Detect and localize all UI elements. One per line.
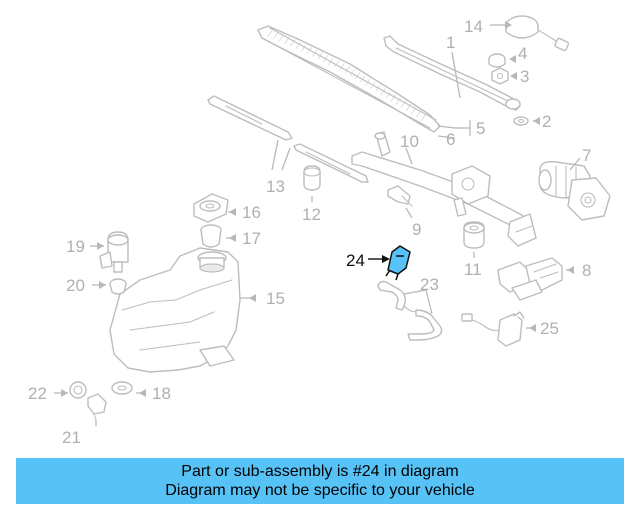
- nut-3: [491, 67, 509, 85]
- callout-23: 23: [420, 275, 439, 294]
- callout-25: 25: [540, 319, 559, 338]
- callout-1: 1: [446, 33, 455, 52]
- callout-24-highlighted[interactable]: 24: [346, 251, 390, 270]
- callout-4: 4: [518, 44, 527, 63]
- callout-18: 18: [152, 384, 171, 403]
- banner-line-part: Part or sub-assembly is #24 in diagram: [181, 463, 459, 480]
- wiper-arm: [383, 35, 521, 111]
- callout-21: 21: [62, 428, 81, 447]
- callout-9: 9: [412, 220, 421, 239]
- callout-6: 6: [446, 130, 455, 149]
- washer-2: [513, 116, 529, 126]
- washer-pump-19: [99, 231, 129, 273]
- callout-arrows: [61, 21, 574, 397]
- callout-22: 22: [28, 384, 47, 403]
- callout-5: 5: [476, 119, 485, 138]
- info-banner: Part or sub-assembly is #24 in diagram D…: [16, 458, 624, 504]
- callout-17: 17: [242, 229, 261, 248]
- callout-labels: 14 1 4 3 2 5 6 10 7 13 12 9 16 17 19 11 …: [28, 17, 591, 447]
- part-24-highlighted[interactable]: [385, 245, 411, 281]
- callout-16: 16: [242, 203, 261, 222]
- callout-14: 14: [464, 17, 483, 36]
- clip-9: [387, 185, 413, 207]
- callout-7: 7: [582, 146, 591, 165]
- cover-8: [497, 257, 563, 301]
- wiper-link-rods: [207, 95, 369, 183]
- hoses-23: [377, 280, 443, 341]
- grommet-18: [111, 381, 133, 395]
- callout-2: 2: [542, 112, 551, 131]
- callout-8: 8: [582, 261, 591, 280]
- callout-11: 11: [464, 260, 482, 279]
- washer-nozzle-cap: [505, 15, 570, 52]
- wiper-motor: [538, 160, 611, 221]
- callout-20: 20: [66, 276, 85, 295]
- callout-10: 10: [400, 132, 419, 151]
- callout-3: 3: [520, 67, 529, 86]
- callout-13: 13: [266, 177, 285, 196]
- nozzle-21: [87, 393, 107, 421]
- grommet-22: [69, 381, 87, 399]
- callout-15: 15: [266, 289, 285, 308]
- filler-neck-17: [200, 224, 222, 248]
- wiper-linkage: [351, 131, 537, 247]
- banner-line-disclaimer: Diagram may not be specific to your vehi…: [165, 482, 475, 499]
- bushing-12: [303, 165, 321, 191]
- callout-24[interactable]: 24: [346, 251, 365, 270]
- filler-cap-16: [193, 193, 229, 223]
- callout-19: 19: [66, 237, 85, 256]
- washer-reservoir: [109, 247, 241, 373]
- small-cap-4: [488, 53, 506, 68]
- bushing-11: [463, 221, 485, 249]
- callout-12: 12: [302, 205, 321, 224]
- grommet-20: [109, 278, 127, 295]
- sensor-25: [461, 311, 525, 347]
- wiper-blade: [257, 25, 441, 133]
